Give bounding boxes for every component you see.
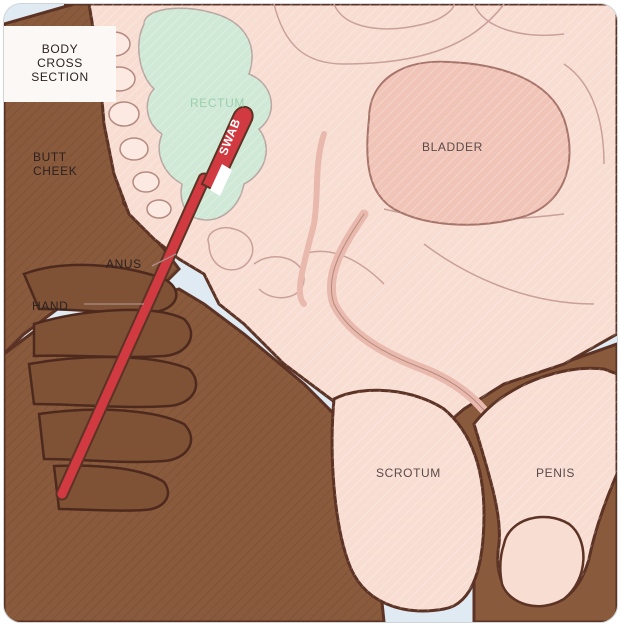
diagram-frame: BODY CROSS SECTION BUTT CHEEK RECTUM BLA…	[3, 3, 618, 623]
label-anus: ANUS	[106, 257, 142, 271]
glans	[500, 517, 583, 606]
label-butt-cheek: BUTT CHEEK	[33, 150, 77, 178]
label-bladder: BLADDER	[422, 140, 483, 154]
label-scrotum: SCROTUM	[376, 466, 441, 480]
label-penis: PENIS	[536, 466, 575, 480]
finger-1	[34, 310, 191, 357]
label-body-cross-section: BODY CROSS SECTION	[16, 42, 104, 84]
label-rectum: RECTUM	[190, 96, 245, 110]
finger-3	[39, 410, 191, 462]
label-hand: HAND	[32, 299, 68, 313]
